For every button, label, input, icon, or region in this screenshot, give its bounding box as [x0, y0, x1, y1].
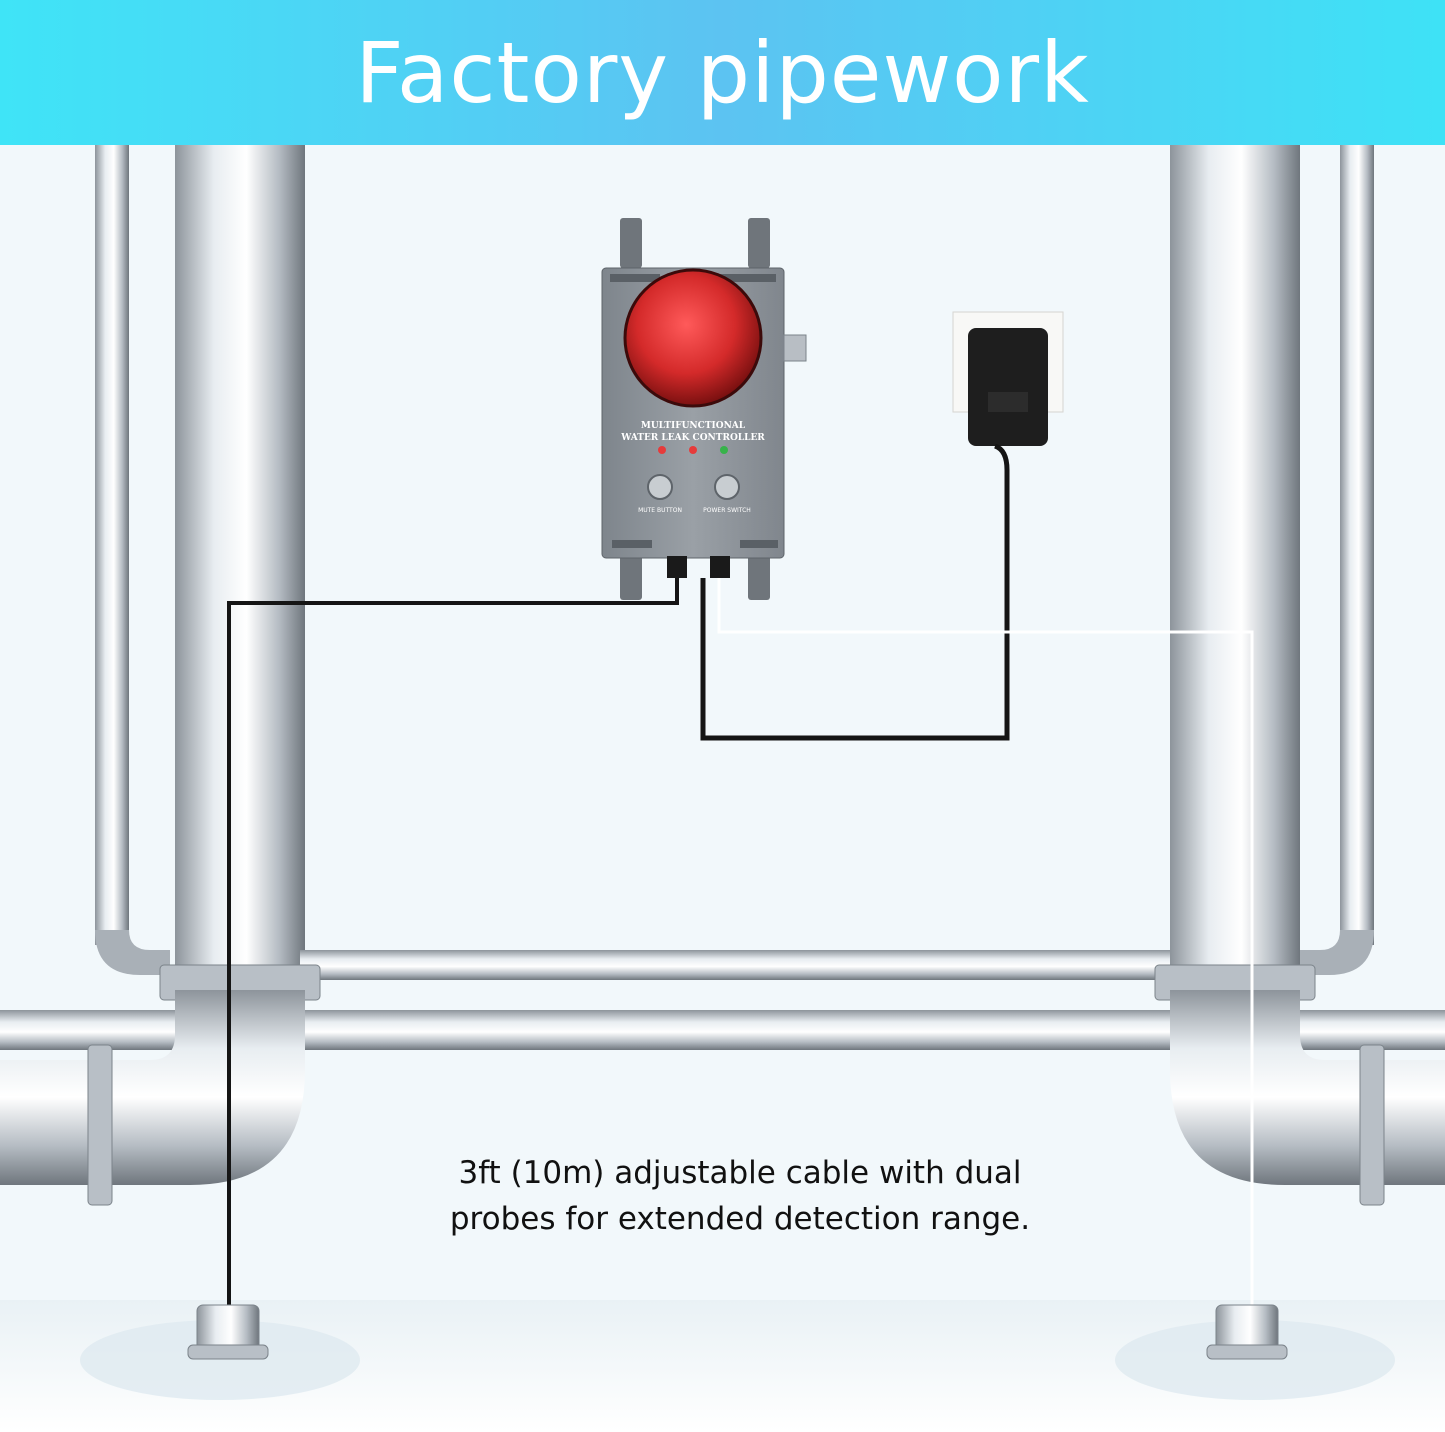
pipe-thin-left: [95, 145, 129, 945]
caption-line-2: probes for extended detection range.: [449, 1201, 1031, 1237]
mute-button: [647, 474, 673, 500]
probe-cable-left: [227, 578, 679, 1310]
feature-caption: 3ft (10m) adjustable cable with dual pro…: [360, 1150, 1120, 1242]
flange-elbow-right: [1359, 1044, 1385, 1206]
power-adapter: [968, 328, 1048, 446]
title-banner: Factory pipework: [0, 0, 1445, 145]
pipe-main-right: [1170, 145, 1300, 985]
power-cable: [700, 443, 1010, 741]
pipe-crossbar-upper: [300, 950, 1170, 980]
water-puddle-left: [80, 1320, 360, 1400]
banner-title: Factory pipework: [355, 23, 1090, 122]
probe-right: [1215, 1304, 1279, 1351]
controller-name-line1: MULTIFUNCTIONAL: [641, 421, 746, 431]
pipe-thin-right: [1340, 145, 1374, 945]
power-switch: [714, 474, 740, 500]
probe-cable-right: [717, 578, 1254, 1315]
controller-name-line2: WATER LEAK CONTROLLER: [620, 433, 765, 443]
mute-button-label: MUTE BUTTON: [638, 507, 682, 514]
power-switch-label: POWER SWITCH: [703, 507, 751, 514]
probe-left: [196, 1304, 260, 1351]
indicator-led-2: [689, 446, 697, 454]
pipework-illustration: MULTIFUNCTIONAL WATER LEAK CONTROLLER MU…: [0, 145, 1445, 1432]
indicator-led-1: [658, 446, 666, 454]
indicator-led-3: [720, 446, 728, 454]
water-puddle-right: [1115, 1320, 1395, 1400]
alarm-light: [623, 268, 763, 408]
caption-line-1: 3ft (10m) adjustable cable with dual: [458, 1155, 1022, 1191]
flange-elbow-left: [87, 1044, 113, 1206]
pipe-main-left: [175, 145, 305, 985]
